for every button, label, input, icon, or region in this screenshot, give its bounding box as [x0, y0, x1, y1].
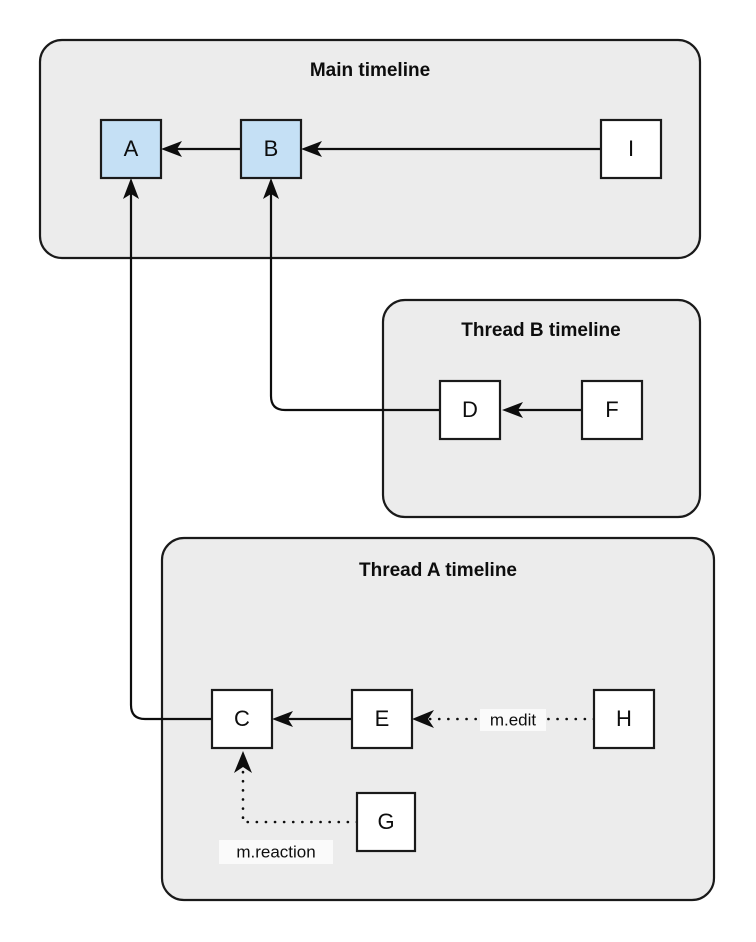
- node-i[interactable]: I: [599, 118, 663, 180]
- edge-label-m-edit-bg: [480, 709, 546, 731]
- edge-label-m-edit: m.edit: [480, 709, 546, 731]
- edge-b-to-a[interactable]: [161, 141, 241, 157]
- container-thread-b-timeline-title: Thread B timeline: [461, 320, 620, 341]
- edge-i-to-b[interactable]: [301, 141, 601, 157]
- edge-label-m-reaction-text: m.reaction: [236, 842, 315, 861]
- node-a-rect: [99, 118, 163, 180]
- edge-d-to-b[interactable]: [263, 178, 440, 412]
- edge-e-to-c-arrowhead: [272, 711, 293, 727]
- edge-e-to-c[interactable]: [272, 711, 352, 727]
- node-f[interactable]: F: [580, 379, 644, 441]
- container-thread-b-timeline-rect: [381, 298, 702, 519]
- edge-g-to-c[interactable]: [234, 751, 359, 824]
- node-b-label: B: [264, 136, 279, 161]
- node-h[interactable]: H: [592, 688, 656, 750]
- edge-g-to-c-arrowhead: [234, 751, 252, 773]
- edge-label-m-edit-text: m.edit: [490, 710, 537, 729]
- node-c-label: C: [234, 706, 250, 731]
- node-d-label: D: [462, 397, 478, 422]
- node-a[interactable]: A: [99, 118, 163, 180]
- node-c[interactable]: C: [210, 688, 274, 750]
- node-g-label: G: [377, 809, 394, 834]
- edge-f-to-d-arrowhead: [502, 402, 523, 418]
- edge-d-to-b-line: [269, 192, 440, 412]
- container-thread-b-timeline[interactable]: Thread B timeline: [381, 298, 702, 519]
- node-i-rect: [599, 118, 663, 180]
- node-h-rect: [592, 688, 656, 750]
- edge-f-to-d[interactable]: [502, 402, 582, 418]
- edge-label-m-reaction: m.reaction: [219, 840, 333, 864]
- node-g[interactable]: G: [355, 791, 417, 853]
- node-e[interactable]: E: [350, 688, 414, 750]
- node-e-rect: [350, 688, 414, 750]
- node-i-label: I: [628, 136, 634, 161]
- node-d[interactable]: D: [438, 379, 502, 441]
- node-h-label: H: [616, 706, 632, 731]
- node-a-label: A: [124, 136, 139, 161]
- edge-h-to-e-arrowhead: [412, 710, 434, 728]
- edge-i-to-b-arrowhead: [301, 141, 322, 157]
- node-c-rect: [210, 688, 274, 750]
- container-thread-a-timeline-title: Thread A timeline: [359, 560, 517, 581]
- node-g-rect: [355, 791, 417, 853]
- edge-b-to-a-arrowhead: [161, 141, 182, 157]
- node-d-rect: [438, 379, 502, 441]
- container-main-timeline-title: Main timeline: [310, 60, 430, 81]
- node-f-label: F: [605, 397, 618, 422]
- node-f-rect: [580, 379, 644, 441]
- edge-c-to-a-line: [129, 192, 212, 721]
- edge-c-to-a[interactable]: [123, 178, 212, 721]
- edge-label-m-reaction-bg: [219, 840, 333, 864]
- node-e-label: E: [375, 706, 390, 731]
- node-b-rect: [239, 118, 303, 180]
- edge-d-to-b-arrowhead: [263, 178, 279, 199]
- node-b[interactable]: B: [239, 118, 303, 180]
- edge-c-to-a-arrowhead: [123, 178, 139, 199]
